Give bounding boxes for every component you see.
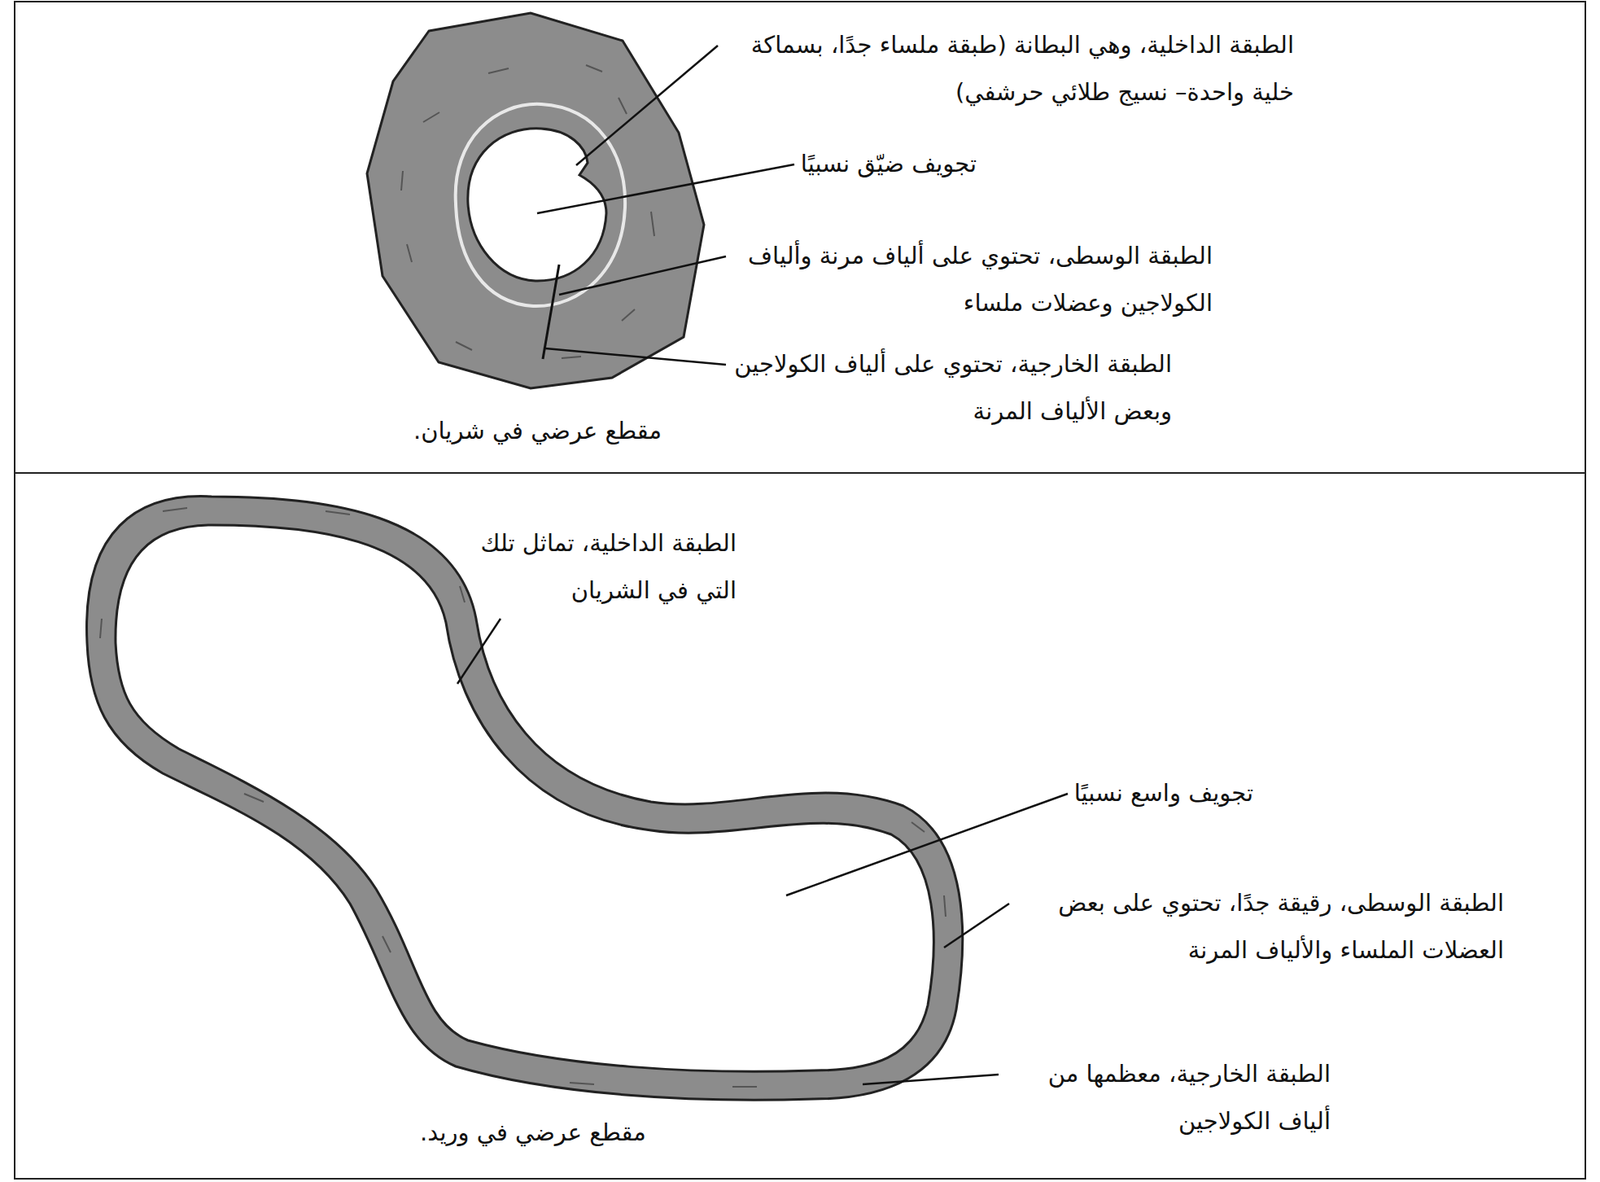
outer-frame [14, 1, 1586, 1179]
leader-line [457, 618, 501, 684]
vein-section [87, 496, 963, 1101]
leader-line [786, 793, 1068, 896]
leader-line [862, 1074, 999, 1085]
part-label: تجويف ضيّق نسبيًا [800, 139, 977, 188]
part-label: الطبقة الخارجية، معظمها من ألياف الكولاج… [1005, 1049, 1331, 1145]
leader-line [537, 164, 795, 214]
leader-lines [457, 45, 1068, 1085]
leader-line [559, 256, 726, 295]
part-label: الطبقة الوسطى، رقيقة جدًا، تحتوي على بعض… [1015, 878, 1504, 974]
panel-divider [14, 472, 1586, 474]
leader-line [545, 348, 726, 365]
part-label: تجويف واسع نسبيًا [1074, 769, 1254, 817]
artery-section [367, 13, 704, 389]
part-label: الطبقة الداخلية، وهي البطانة (طبقة ملساء… [724, 21, 1294, 116]
figure-caption: مقطع عرضي في شريان. [413, 406, 662, 455]
part-label: الطبقة الوسطى، تحتوي على ألياف مرنة وألي… [732, 231, 1213, 327]
part-label: الطبقة الداخلية، تماثل تلك التي في الشري… [467, 519, 737, 614]
leader-line [576, 45, 718, 166]
figure-caption: مقطع عرضي في وريد. [419, 1108, 647, 1156]
part-label: الطبقة الخارجية، تحتوي على ألياف الكولاج… [732, 340, 1172, 435]
leader-line [944, 903, 1010, 948]
